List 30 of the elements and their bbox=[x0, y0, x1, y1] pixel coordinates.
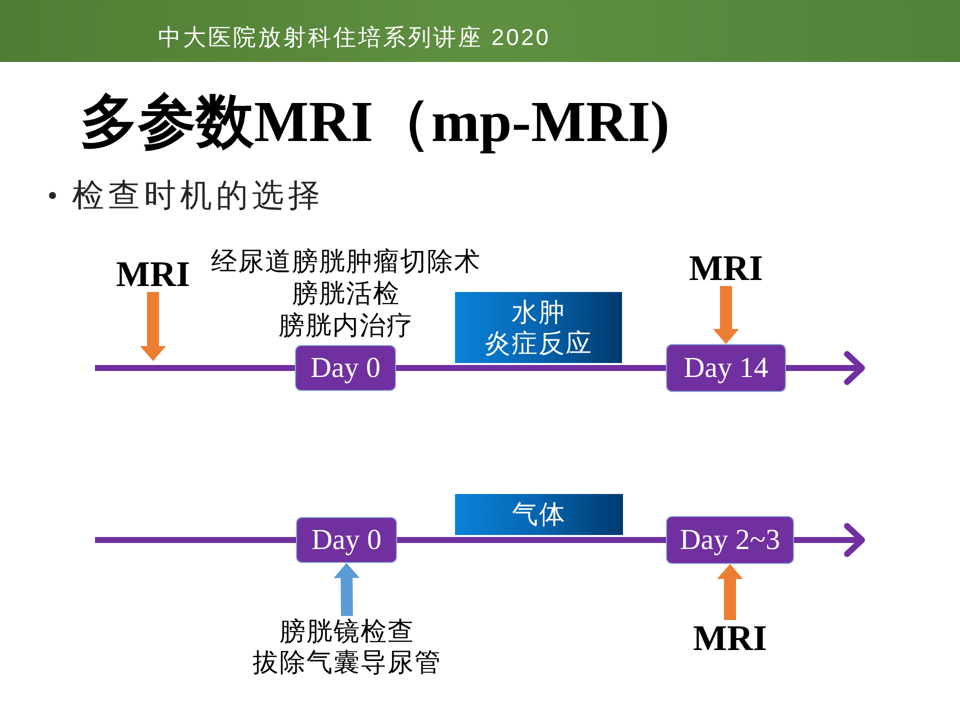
gradient-box bbox=[455, 494, 623, 535]
bullet-text: 检查时机的选择 bbox=[72, 179, 324, 211]
box-text: 气体 bbox=[512, 499, 566, 530]
block-arrow bbox=[140, 292, 166, 361]
day-label: Day 2~3 bbox=[680, 526, 780, 554]
day-box bbox=[666, 516, 794, 564]
day-box bbox=[295, 345, 396, 391]
day-box bbox=[296, 517, 397, 563]
block-arrow bbox=[713, 286, 739, 344]
bold-label: MRI bbox=[689, 250, 763, 286]
day-box bbox=[666, 344, 786, 392]
procedure-text: 膀胱镜检查 bbox=[280, 616, 414, 647]
box-text: 水肿 bbox=[512, 296, 566, 328]
procedure-text: 拔除气囊导尿管 bbox=[252, 647, 442, 678]
block-arrow bbox=[717, 564, 743, 620]
bold-label: MRI bbox=[693, 620, 767, 656]
timeline-arrow bbox=[794, 523, 865, 557]
block-arrow bbox=[334, 563, 360, 616]
procedure-text: 膀胱活检 bbox=[292, 278, 400, 310]
day-label: Day 14 bbox=[684, 354, 768, 382]
header-text: 中大医院放射科住培系列讲座 2020 bbox=[158, 26, 551, 49]
day-label: Day 0 bbox=[310, 354, 381, 382]
procedure-text: 经尿道膀胱肿瘤切除术 bbox=[211, 246, 481, 278]
timeline-arrow bbox=[786, 351, 865, 385]
day-label: Day 0 bbox=[311, 526, 382, 554]
slide-title: 多参数MRI（mp-MRI) bbox=[80, 93, 670, 151]
gradient-box bbox=[455, 292, 622, 363]
procedure-text: 膀胱内治疗 bbox=[278, 310, 414, 342]
bold-label: MRI bbox=[116, 256, 190, 292]
box-text: 炎症反应 bbox=[484, 328, 592, 358]
